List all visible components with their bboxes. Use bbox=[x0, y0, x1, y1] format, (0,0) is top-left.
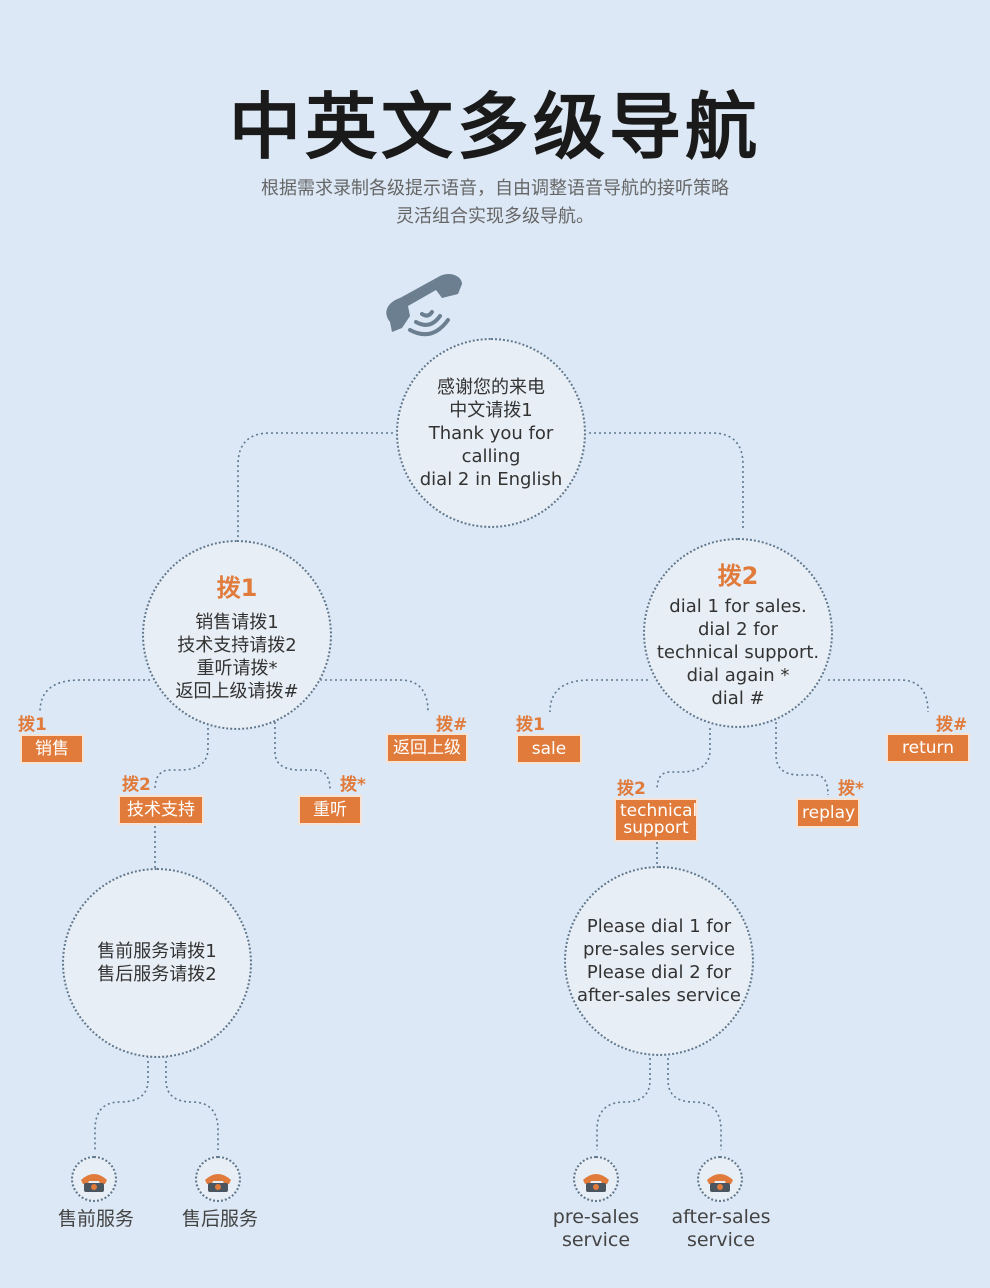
english-sub-line: after-sales service bbox=[577, 985, 741, 1006]
root-line: Thank you for calling bbox=[428, 422, 554, 467]
english-menu-line: dial # bbox=[711, 688, 765, 709]
desk-telephone-icon bbox=[71, 1156, 117, 1202]
subtitle-line-1: 根据需求录制各级提示语音，自由调整语音导航的接听策略 bbox=[261, 178, 729, 199]
chinese-sub-line: 售前服务请拨1 bbox=[97, 941, 217, 962]
pre-sales-leaf-label: 售前服务 bbox=[57, 1208, 134, 1230]
root-line: 中文请拨1 bbox=[449, 399, 533, 421]
chinese-sub-line: 售后服务请拨2 bbox=[97, 964, 217, 985]
english-sub-line: Please dial 1 for bbox=[586, 916, 732, 937]
dial-2-label: 拨2 bbox=[617, 779, 646, 799]
dial-2-label: 拨2 bbox=[122, 775, 151, 795]
leaf-label-line: service bbox=[686, 1229, 756, 1251]
english-menu-line: dial 2 for bbox=[697, 619, 779, 640]
return-option: return bbox=[886, 733, 970, 763]
pre-sales-leaf-label: pre-sales service bbox=[536, 1206, 656, 1252]
english-sub-line: pre-sales service bbox=[582, 939, 736, 960]
dial-1-label: 拨1 bbox=[516, 715, 545, 735]
dial-hash-label: 拨# bbox=[436, 715, 468, 735]
english-menu-line: dial again * bbox=[686, 665, 790, 686]
english-tech-support-node: Please dial 1 for pre-sales service Plea… bbox=[564, 866, 754, 1056]
english-menu-node: 拨2 dial 1 for sales. dial 2 for technica… bbox=[643, 538, 833, 728]
replay-option: replay bbox=[796, 798, 860, 828]
sale-option: sale bbox=[516, 734, 582, 764]
chinese-tech-support-node: 售前服务请拨1 售后服务请拨2 bbox=[62, 868, 252, 1058]
dial-1-label: 拨1 bbox=[18, 715, 47, 735]
dial-star-label: 拨* bbox=[340, 775, 366, 795]
leaf-label-line: service bbox=[561, 1229, 631, 1251]
chinese-menu-line: 销售请拨1 bbox=[195, 611, 279, 633]
root-menu-node: 感谢您的来电 中文请拨1 Thank you for calling dial … bbox=[396, 338, 586, 528]
chinese-menu-line: 重听请拨* bbox=[196, 657, 278, 679]
leaf-label-line: after-sales bbox=[671, 1206, 771, 1228]
telephone-handset-icon bbox=[386, 273, 462, 337]
dial-hash-label: 拨# bbox=[936, 715, 968, 735]
english-sub-line: Please dial 2 for bbox=[586, 962, 732, 983]
chinese-menu-head: 拨1 bbox=[216, 573, 258, 602]
english-menu-head: 拨2 bbox=[717, 562, 759, 590]
after-sales-leaf-label: after-sales service bbox=[658, 1206, 784, 1252]
desk-telephone-icon bbox=[697, 1156, 743, 1202]
technical-support-line: support bbox=[623, 818, 689, 838]
tech-support-option: 技术支持 bbox=[118, 795, 204, 825]
english-menu-line: technical support. bbox=[656, 642, 820, 663]
root-line: dial 2 in English bbox=[419, 468, 563, 490]
technical-support-line: technical bbox=[620, 801, 698, 821]
technical-support-option: technical support bbox=[614, 798, 698, 842]
chinese-menu-line: 返回上级请拨# bbox=[175, 680, 299, 702]
desk-telephone-icon bbox=[573, 1156, 619, 1202]
dial-star-label: 拨* bbox=[838, 779, 864, 799]
replay-option: 重听 bbox=[298, 795, 362, 825]
chinese-menu-line: 技术支持请拨2 bbox=[177, 634, 297, 656]
root-line: 感谢您的来电 bbox=[437, 376, 545, 398]
return-option: 返回上级 bbox=[386, 733, 468, 763]
subtitle-line-2: 灵活组合实现多级导航。 bbox=[396, 206, 594, 227]
leaf-label-line: pre-sales bbox=[552, 1206, 640, 1228]
sales-option: 销售 bbox=[20, 734, 84, 764]
chinese-menu-node: 拨1 销售请拨1 技术支持请拨2 重听请拨* 返回上级请拨# bbox=[142, 540, 332, 730]
english-menu-line: dial 1 for sales. bbox=[669, 596, 807, 617]
after-sales-leaf-label: 售后服务 bbox=[181, 1208, 258, 1230]
desk-telephone-icon bbox=[195, 1156, 241, 1202]
page-title: 中英文多级导航 bbox=[228, 85, 761, 169]
